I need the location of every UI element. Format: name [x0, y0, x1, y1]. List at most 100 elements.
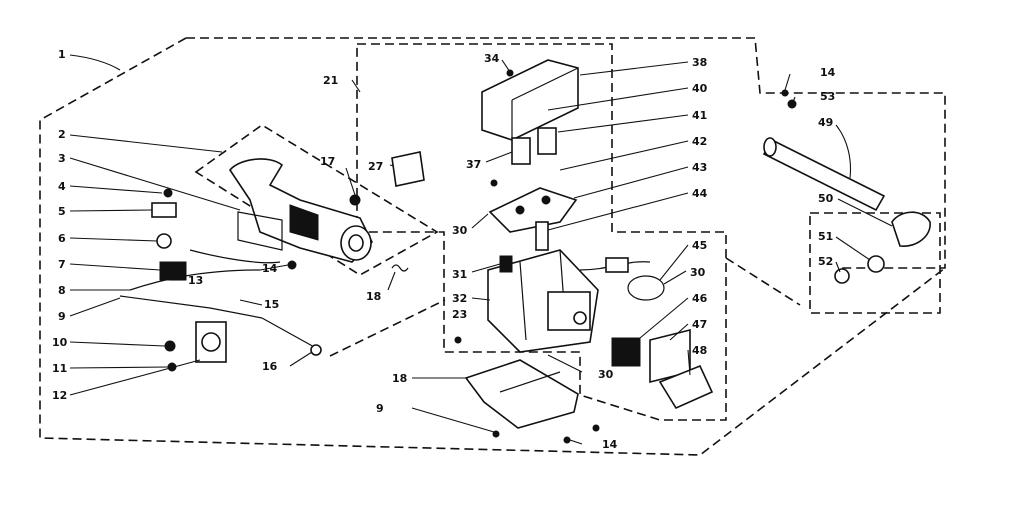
leader-44 — [547, 192, 689, 231]
leader-42 — [559, 140, 689, 171]
callout-9: 9 — [58, 310, 66, 323]
coil-45 — [627, 275, 665, 301]
ignitor-knob — [201, 332, 221, 352]
leader-14c — [784, 73, 791, 91]
callout-labels: 1 2 3 4 5 6 7 8 9 10 11 12 13 14 15 16 1… — [52, 48, 836, 451]
callout-32: 32 — [452, 292, 467, 305]
callout-14c: 14 — [820, 66, 836, 79]
left-parts — [119, 188, 409, 372]
leader-51 — [835, 236, 871, 261]
leader-11 — [69, 366, 169, 369]
leader-31 — [471, 263, 501, 273]
callout-42: 42 — [692, 135, 707, 148]
gas-valve-body — [454, 249, 665, 353]
tube-49-end — [763, 137, 777, 157]
callout-14a: 14 — [262, 262, 278, 275]
linkage-line — [725, 257, 801, 306]
bracket-18-fold — [499, 371, 561, 393]
callout-23: 23 — [452, 308, 467, 321]
callout-53: 53 — [820, 90, 835, 103]
leader-52 — [835, 261, 841, 273]
leader-7 — [69, 263, 161, 271]
callout-17: 17 — [320, 155, 335, 168]
leader-5 — [69, 209, 153, 212]
leader-37 — [485, 151, 513, 163]
callout-46: 46 — [692, 292, 708, 305]
leader-32 — [471, 297, 491, 301]
clip-46 — [611, 337, 641, 367]
tag-45 — [605, 257, 629, 273]
screw-37 — [490, 179, 498, 187]
leader-30a — [471, 213, 489, 229]
callout-48: 48 — [692, 344, 707, 357]
bracket-48 — [658, 364, 714, 410]
leader-45 — [659, 244, 689, 281]
solenoid-32 — [547, 291, 591, 331]
leader-15 — [239, 299, 263, 306]
leader-1 — [69, 54, 121, 71]
burner-assembly — [229, 158, 373, 263]
leader-50 — [837, 198, 893, 227]
callout-50: 50 — [818, 192, 834, 205]
valve-plate-hole-b — [541, 195, 551, 205]
right-fitting-box — [809, 212, 941, 314]
tube-9 — [119, 295, 263, 319]
fitting-50 — [891, 211, 931, 247]
screw-14c — [592, 424, 600, 432]
knob-40 — [511, 137, 531, 165]
valve-plate-hole-a — [515, 205, 525, 215]
bracket-38 — [481, 59, 579, 141]
upper-valve-box — [356, 43, 727, 421]
callout-51: 51 — [818, 230, 833, 243]
leader-46 — [639, 297, 689, 339]
callout-3: 3 — [58, 152, 66, 165]
callout-40: 40 — [692, 82, 708, 95]
callout-21: 21 — [323, 74, 338, 87]
leader-27 — [389, 164, 395, 167]
stem-44 — [535, 221, 549, 251]
callout-49: 49 — [818, 116, 833, 129]
screw-9b — [492, 430, 500, 438]
callout-12: 12 — [52, 389, 67, 402]
callout-8: 8 — [58, 284, 66, 297]
callout-47: 47 — [692, 318, 707, 331]
leader-40 — [547, 87, 689, 111]
bracket-38-edge — [511, 67, 579, 140]
callout-44: 44 — [692, 187, 708, 200]
callout-41: 41 — [692, 109, 707, 122]
leader-4 — [69, 185, 163, 194]
callout-31: 31 — [452, 268, 467, 281]
spring-18 — [391, 264, 409, 272]
callout-38: 38 — [692, 56, 707, 69]
leader-30b — [547, 354, 583, 373]
callout-13: 13 — [188, 274, 203, 287]
leader-53 — [792, 96, 796, 103]
callout-34: 34 — [484, 52, 500, 65]
leader-38 — [579, 61, 689, 76]
callout-14b: 14 — [602, 438, 618, 451]
callout-7: 7 — [58, 258, 66, 271]
leader-34 — [501, 59, 511, 73]
callout-18a: 18 — [366, 290, 381, 303]
callout-43: 43 — [692, 161, 707, 174]
leader-9b — [411, 407, 495, 433]
leader-6 — [69, 237, 158, 242]
callout-9b: 9 — [376, 402, 384, 415]
screw-14a — [287, 260, 297, 270]
leader-49 — [835, 124, 852, 179]
wire-bundle — [189, 249, 281, 264]
line-16 — [261, 317, 317, 349]
callout-30a: 30 — [452, 224, 468, 237]
leader-16 — [289, 351, 313, 367]
callout-2: 2 — [58, 128, 66, 141]
pilot-fitting — [762, 89, 931, 284]
solenoid-port — [573, 311, 587, 325]
callout-15: 15 — [264, 298, 279, 311]
valve-plate-42 — [488, 187, 578, 233]
leader-30c — [663, 270, 687, 285]
screw-4 — [163, 188, 173, 198]
burner-shutter — [289, 204, 319, 241]
leader-12 — [69, 359, 201, 396]
callout-5: 5 — [58, 205, 66, 218]
